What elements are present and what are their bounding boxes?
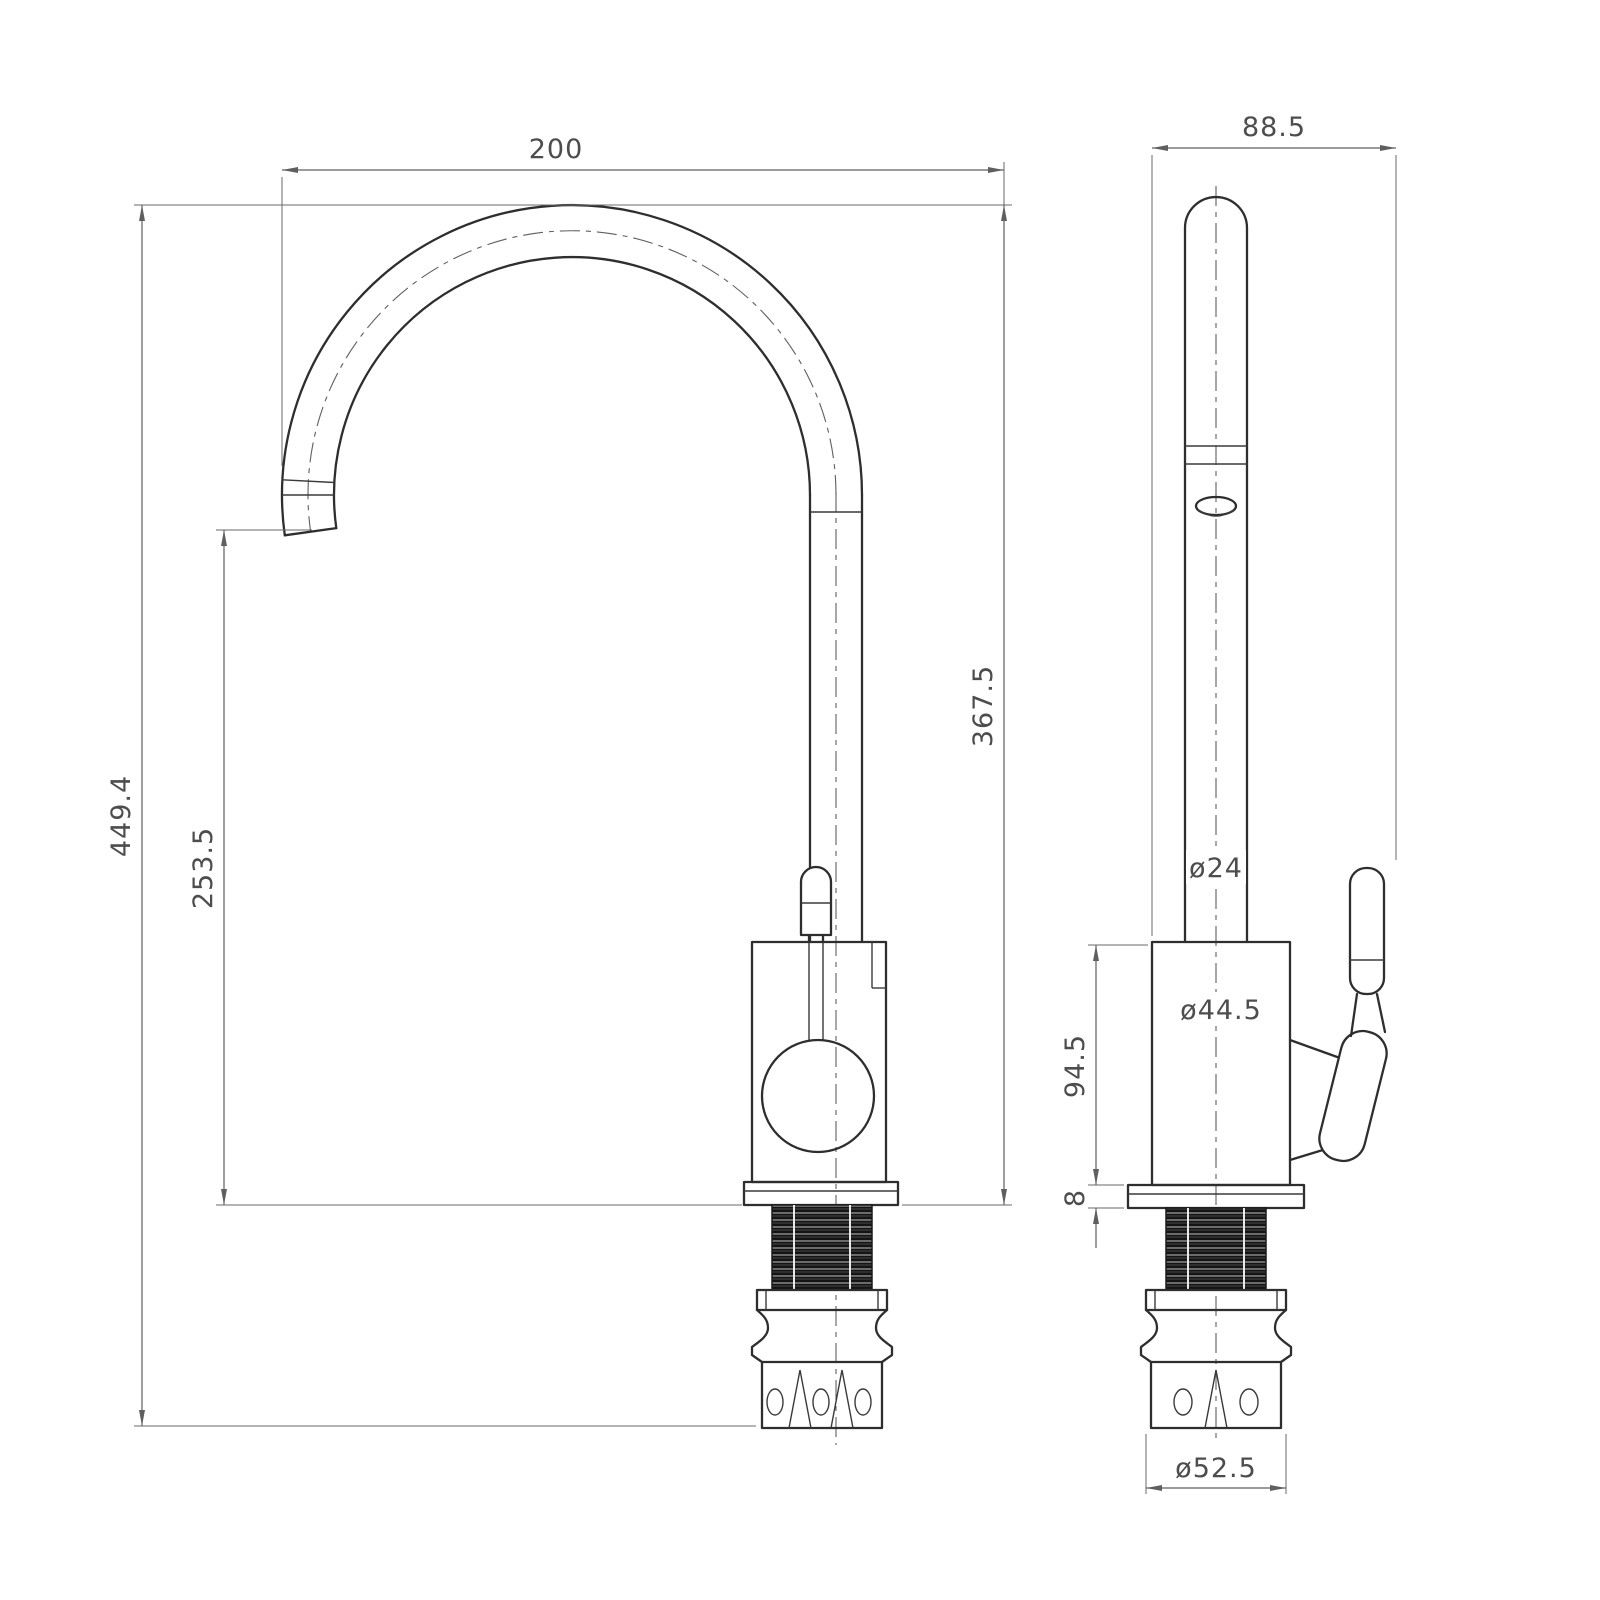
side-view: ø24 ø44.5 xyxy=(1060,112,1397,1494)
dim-label-spout-outlet-height: 253.5 xyxy=(188,827,219,909)
handle-pivot-base xyxy=(1318,1029,1388,1163)
dim-overall-height: 449.4 xyxy=(106,204,1012,1427)
aerator-outlet xyxy=(1194,495,1238,517)
threaded-shank-front xyxy=(771,1204,873,1291)
handle-side xyxy=(1288,866,1388,1163)
dim-label-overall-height: 449.4 xyxy=(106,775,137,857)
dim-label-overall-depth: 88.5 xyxy=(1242,112,1306,143)
dim-body-diameter: ø44.5 xyxy=(1166,992,1276,1026)
dim-spout-outlet-height: 253.5 xyxy=(188,529,742,1206)
front-view: 200 449.4 253.5 367.5 xyxy=(106,134,1012,1445)
spout-tube-side xyxy=(1183,195,1249,944)
dim-label-base-diameter: ø52.5 xyxy=(1175,1453,1257,1484)
dim-overall-depth: 88.5 xyxy=(1151,112,1397,936)
dim-label-body-height: 94.5 xyxy=(1060,1034,1091,1098)
dim-deck-to-top-height: 367.5 xyxy=(902,205,1012,1206)
dim-label-spout-reach: 200 xyxy=(529,134,584,165)
dim-label-tube-diameter: ø24 xyxy=(1189,853,1243,884)
dim-label-deck-to-top-height: 367.5 xyxy=(968,665,999,747)
gooseneck-spout xyxy=(280,204,864,944)
mounting-nut-front xyxy=(750,1288,894,1430)
faucet-body-side xyxy=(1150,940,1292,1187)
dim-base-diameter: ø52.5 xyxy=(1145,1434,1287,1494)
dim-label-base-plate-thickness: 8 xyxy=(1060,1189,1091,1207)
dim-spout-reach: 200 xyxy=(281,134,1005,466)
handle-lever-side xyxy=(1348,866,1386,996)
base-flange-front xyxy=(742,1180,900,1207)
threaded-shank-side xyxy=(1165,1207,1267,1291)
cartridge-cap-circle xyxy=(760,1038,876,1154)
mounting-nut-side xyxy=(1139,1288,1293,1430)
handle-lever-front xyxy=(799,865,833,1040)
dim-label-body-diameter: ø44.5 xyxy=(1180,995,1262,1026)
faucet-body-front xyxy=(750,940,888,1184)
dim-spout-tube-diameter: ø24 xyxy=(1186,850,1246,884)
dim-base-plate-thickness: 8 xyxy=(1060,1189,1124,1248)
dim-body-height: 94.5 xyxy=(1060,944,1148,1186)
centerline-front xyxy=(307,230,837,1445)
